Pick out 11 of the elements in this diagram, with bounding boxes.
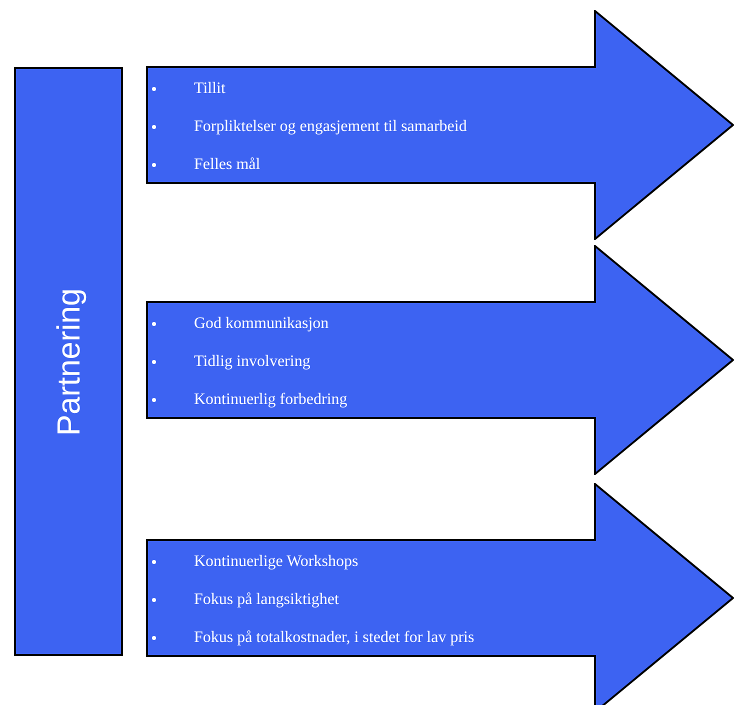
- bullet-text: Forpliktelser og engasjement til samarbeid: [194, 117, 467, 137]
- bullet-text: Kontinuerlig forbedring: [194, 390, 348, 410]
- title-bar: [14, 67, 123, 656]
- bullet-text: Tidlig involvering: [194, 352, 310, 372]
- bar-title: Partnering: [50, 288, 87, 436]
- bullet-text: Felles mål: [194, 155, 260, 175]
- bullet-text: Kontinuerlige Workshops: [194, 552, 358, 572]
- bullet-text: Fokus på langsiktighet: [194, 590, 339, 610]
- bullet-text: Fokus på totalkostnader, i stedet for lav pris: [194, 628, 474, 648]
- bullet-text: God kommunikasjon: [194, 314, 329, 334]
- bullet-text: Tillit: [194, 79, 226, 99]
